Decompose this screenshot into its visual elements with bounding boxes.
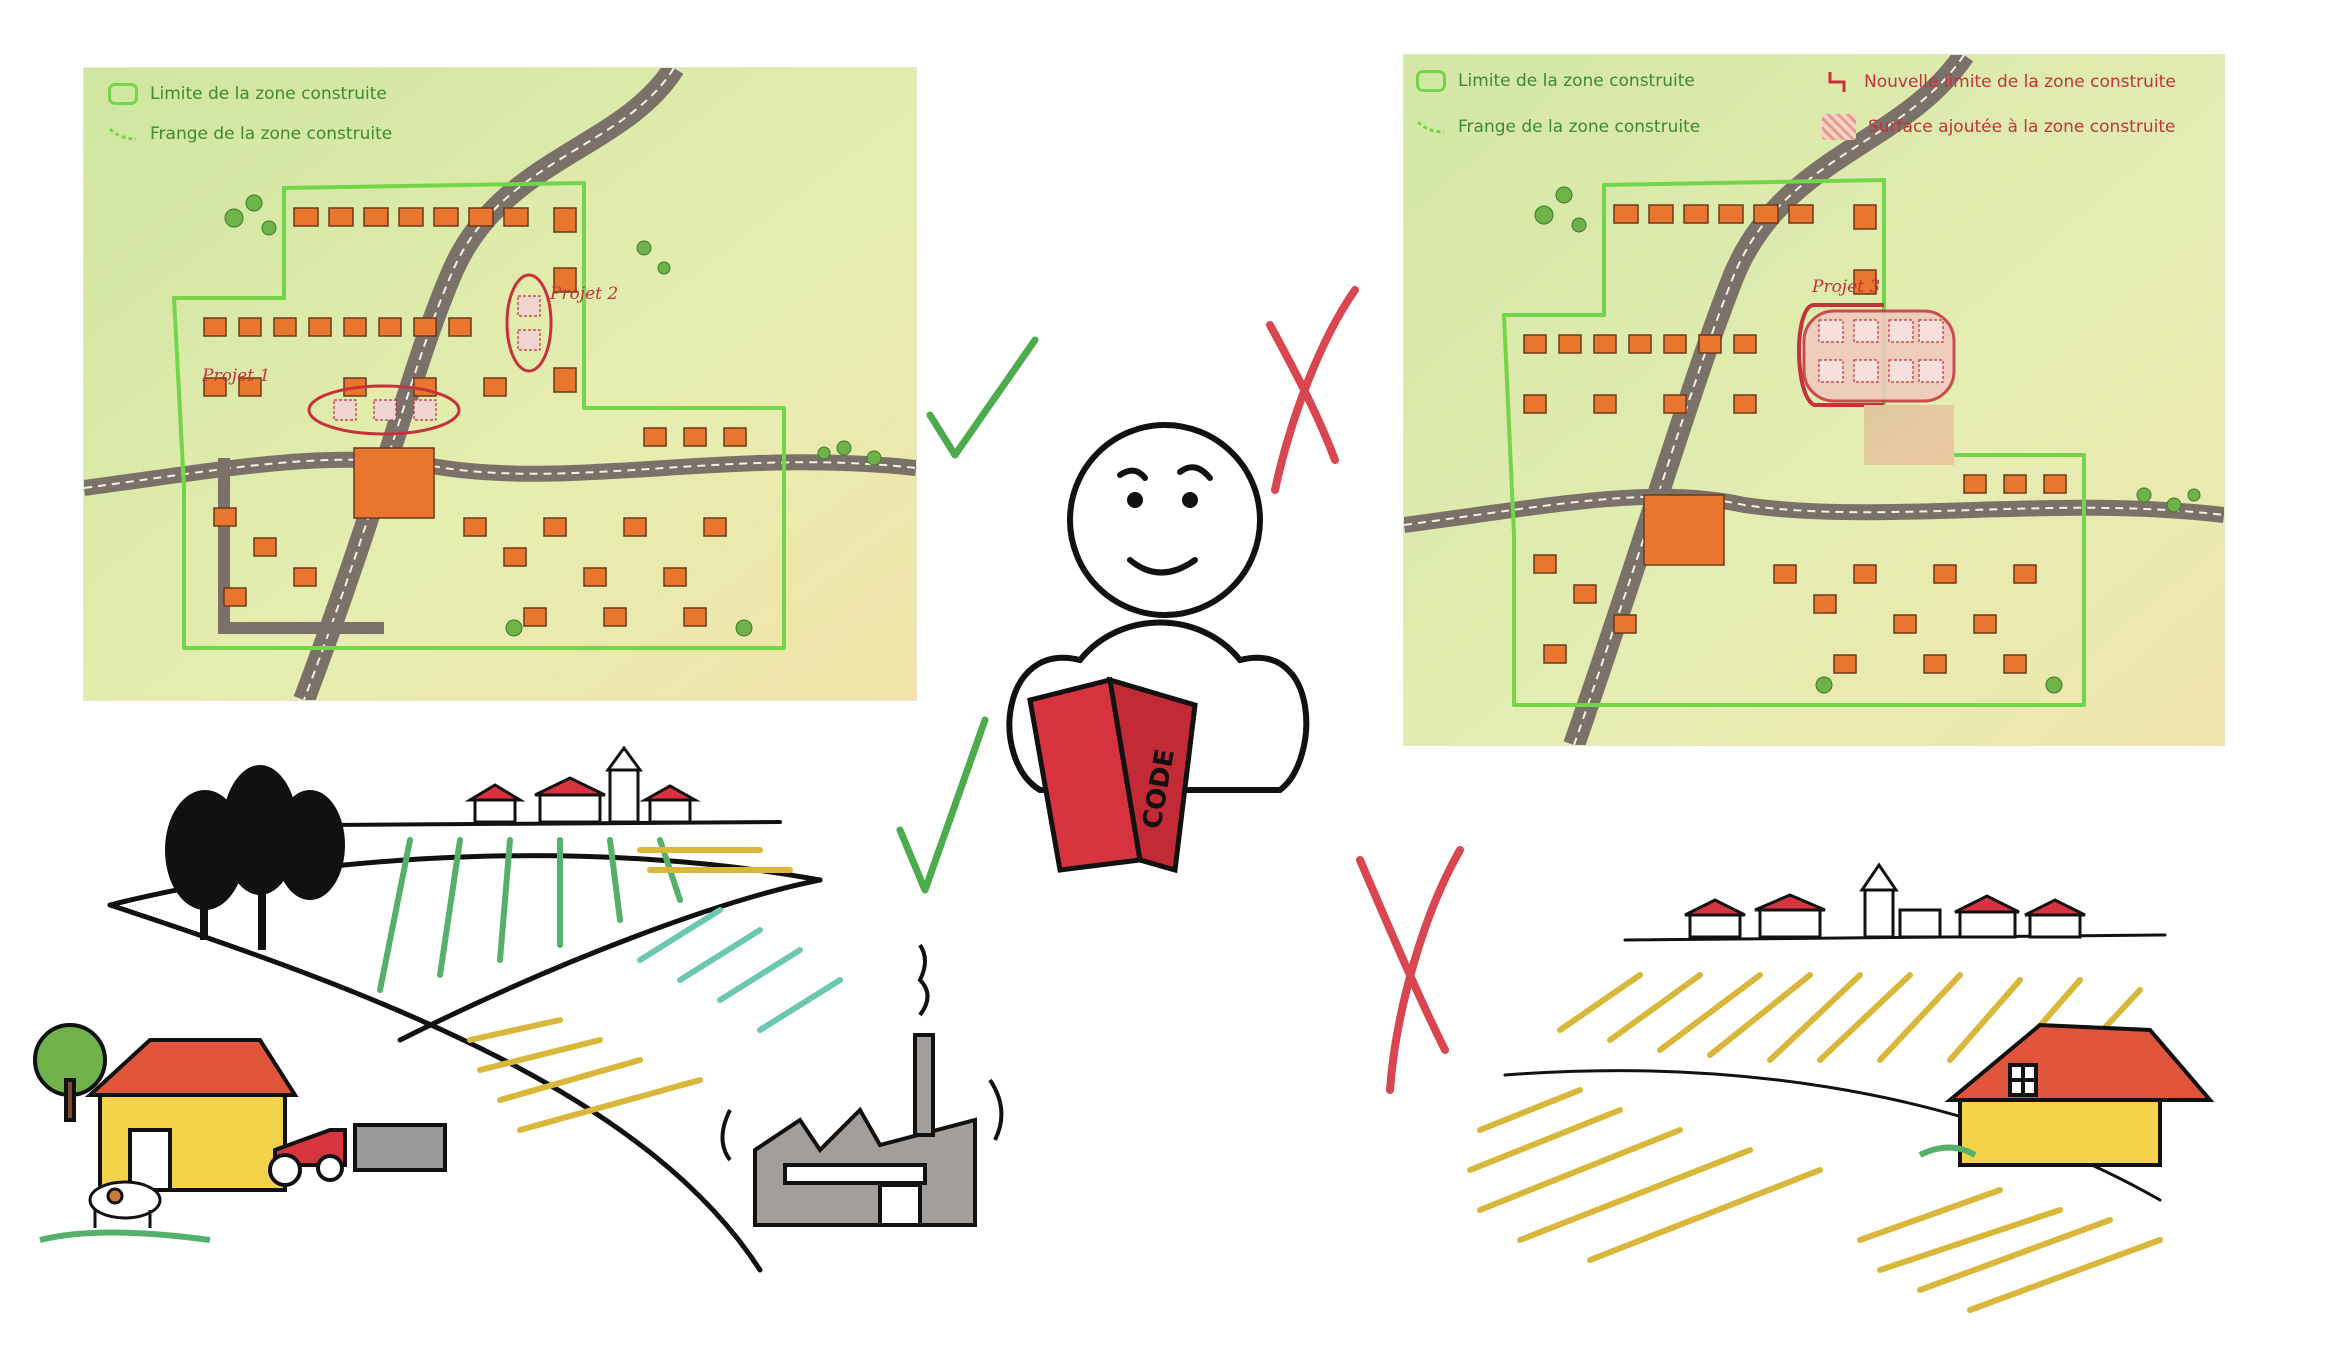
left-map-drawing bbox=[84, 68, 916, 700]
farmhouse-icon bbox=[33, 1023, 299, 1192]
right-map-drawing bbox=[1404, 55, 2224, 745]
tractor-icon bbox=[268, 1123, 447, 1187]
code-book-icon: CODE bbox=[1027, 676, 1198, 874]
right-legend-fringe: Frange de la zone construite bbox=[1416, 116, 1700, 138]
factory-icon bbox=[720, 943, 1004, 1227]
left-landscape bbox=[107, 820, 843, 1273]
trees bbox=[1534, 186, 2201, 694]
left-map-panel: Limite de la zone construite Frange de l… bbox=[84, 68, 916, 700]
houses bbox=[1523, 204, 2067, 674]
tree-cluster-icon bbox=[165, 765, 345, 950]
checkmark-icon bbox=[926, 336, 1039, 459]
legend-label: Frange de la zone construite bbox=[150, 124, 393, 144]
project-1-label: Projet 1 bbox=[202, 366, 271, 386]
legend-label: Limite de la zone construite bbox=[1458, 71, 1695, 91]
cow-icon bbox=[88, 1180, 162, 1228]
legend-label: Frange de la zone construite bbox=[1458, 117, 1701, 137]
cross-icon bbox=[1266, 286, 1359, 494]
houses bbox=[203, 207, 747, 627]
village-icon bbox=[464, 745, 701, 824]
left-legend-outline: Limite de la zone construite bbox=[108, 83, 387, 105]
hatch-swatch-icon bbox=[1822, 114, 1856, 140]
right-legend-new-limit: Nouvelle limite de la zone construite bbox=[1822, 70, 2176, 94]
checkmark-icon bbox=[896, 716, 989, 894]
left-legend-fringe: Frange de la zone construite bbox=[108, 123, 392, 145]
project-2-label: Projet 2 bbox=[550, 284, 619, 304]
dashed-swatch-icon bbox=[1416, 116, 1446, 138]
project-3-label: Projet 3 bbox=[1812, 277, 1881, 297]
new-limit-swatch-icon bbox=[1822, 70, 1852, 94]
right-map-panel: Limite de la zone construite Frange de l… bbox=[1404, 55, 2224, 745]
farmhouse-icon bbox=[1944, 1022, 2215, 1167]
legend-label: Nouvelle limite de la zone construite bbox=[1864, 72, 2176, 92]
outline-swatch-icon bbox=[108, 83, 138, 105]
outline-swatch-icon bbox=[1416, 70, 1446, 92]
right-legend-added-area: Surface ajoutée à la zone construite bbox=[1822, 114, 2175, 140]
cross-icon bbox=[1356, 846, 1464, 1094]
right-legend-outline: Limite de la zone construite bbox=[1416, 70, 1695, 92]
legend-label: Surface ajoutée à la zone construite bbox=[1868, 117, 2176, 137]
trees bbox=[224, 194, 882, 637]
dashed-swatch-icon bbox=[108, 123, 138, 145]
legend-label: Limite de la zone construite bbox=[150, 84, 387, 104]
village-icon bbox=[1684, 862, 2086, 939]
